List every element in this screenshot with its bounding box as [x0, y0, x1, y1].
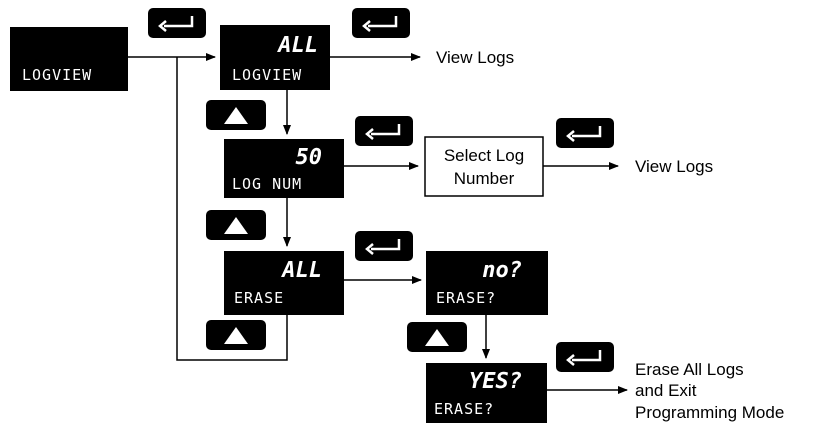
connectors — [128, 53, 628, 394]
enter-key-icon — [355, 231, 413, 261]
up-arrow-key-icon — [206, 320, 266, 350]
display-background — [224, 139, 344, 198]
display-bottom-text: ERASE? — [436, 289, 496, 307]
select-log-number-line1: Select Log — [444, 146, 524, 165]
display-no-erase: no? ERASE? — [426, 251, 548, 315]
display-top-text: no? — [482, 258, 522, 283]
erase-all-logs-label: Erase All Logs — [635, 360, 744, 379]
select-log-number-line2: Number — [454, 169, 515, 188]
display-bottom-text: ERASE — [234, 289, 284, 307]
display-background — [220, 25, 330, 90]
up-arrow-key-icon — [206, 210, 266, 240]
enter-key-icon — [556, 342, 614, 372]
enter-key-icon — [556, 118, 614, 148]
and-exit-label: and Exit — [635, 381, 697, 400]
enter-key-icon — [355, 116, 413, 146]
display-log-num: 50 LOG NUM — [224, 139, 344, 198]
display-bottom-text: LOGVIEW — [22, 66, 92, 84]
display-top-text: YES? — [469, 369, 522, 394]
display-top-text: ALL — [280, 258, 322, 283]
display-bottom-text: LOG NUM — [232, 175, 302, 193]
display-yes-erase: YES? ERASE? — [426, 363, 547, 423]
select-log-number-box: Select Log Number — [424, 136, 544, 197]
up-arrow-key-icon — [206, 100, 266, 130]
view-logs-label-1: View Logs — [436, 48, 514, 67]
view-logs-label-2: View Logs — [635, 157, 713, 176]
enter-key-icon — [148, 8, 206, 38]
display-background — [10, 27, 128, 91]
programming-mode-label: Programming Mode — [635, 403, 784, 422]
display-background — [426, 363, 547, 423]
select-log-number-border — [424, 136, 544, 197]
connector-loop-back — [176, 57, 288, 361]
display-bottom-text: ERASE? — [434, 400, 494, 418]
display-bottom-text: LOGVIEW — [232, 66, 302, 84]
display-logview: LOGVIEW — [10, 27, 128, 91]
enter-key-icon — [352, 8, 410, 38]
display-all-erase: ALL ERASE — [224, 251, 344, 315]
up-arrow-key-icon — [407, 322, 467, 352]
display-background — [224, 251, 344, 315]
display-all-logview: ALL LOGVIEW — [220, 25, 330, 90]
display-top-text: 50 — [296, 145, 323, 170]
display-background — [426, 251, 548, 315]
display-top-text: ALL — [276, 33, 318, 58]
